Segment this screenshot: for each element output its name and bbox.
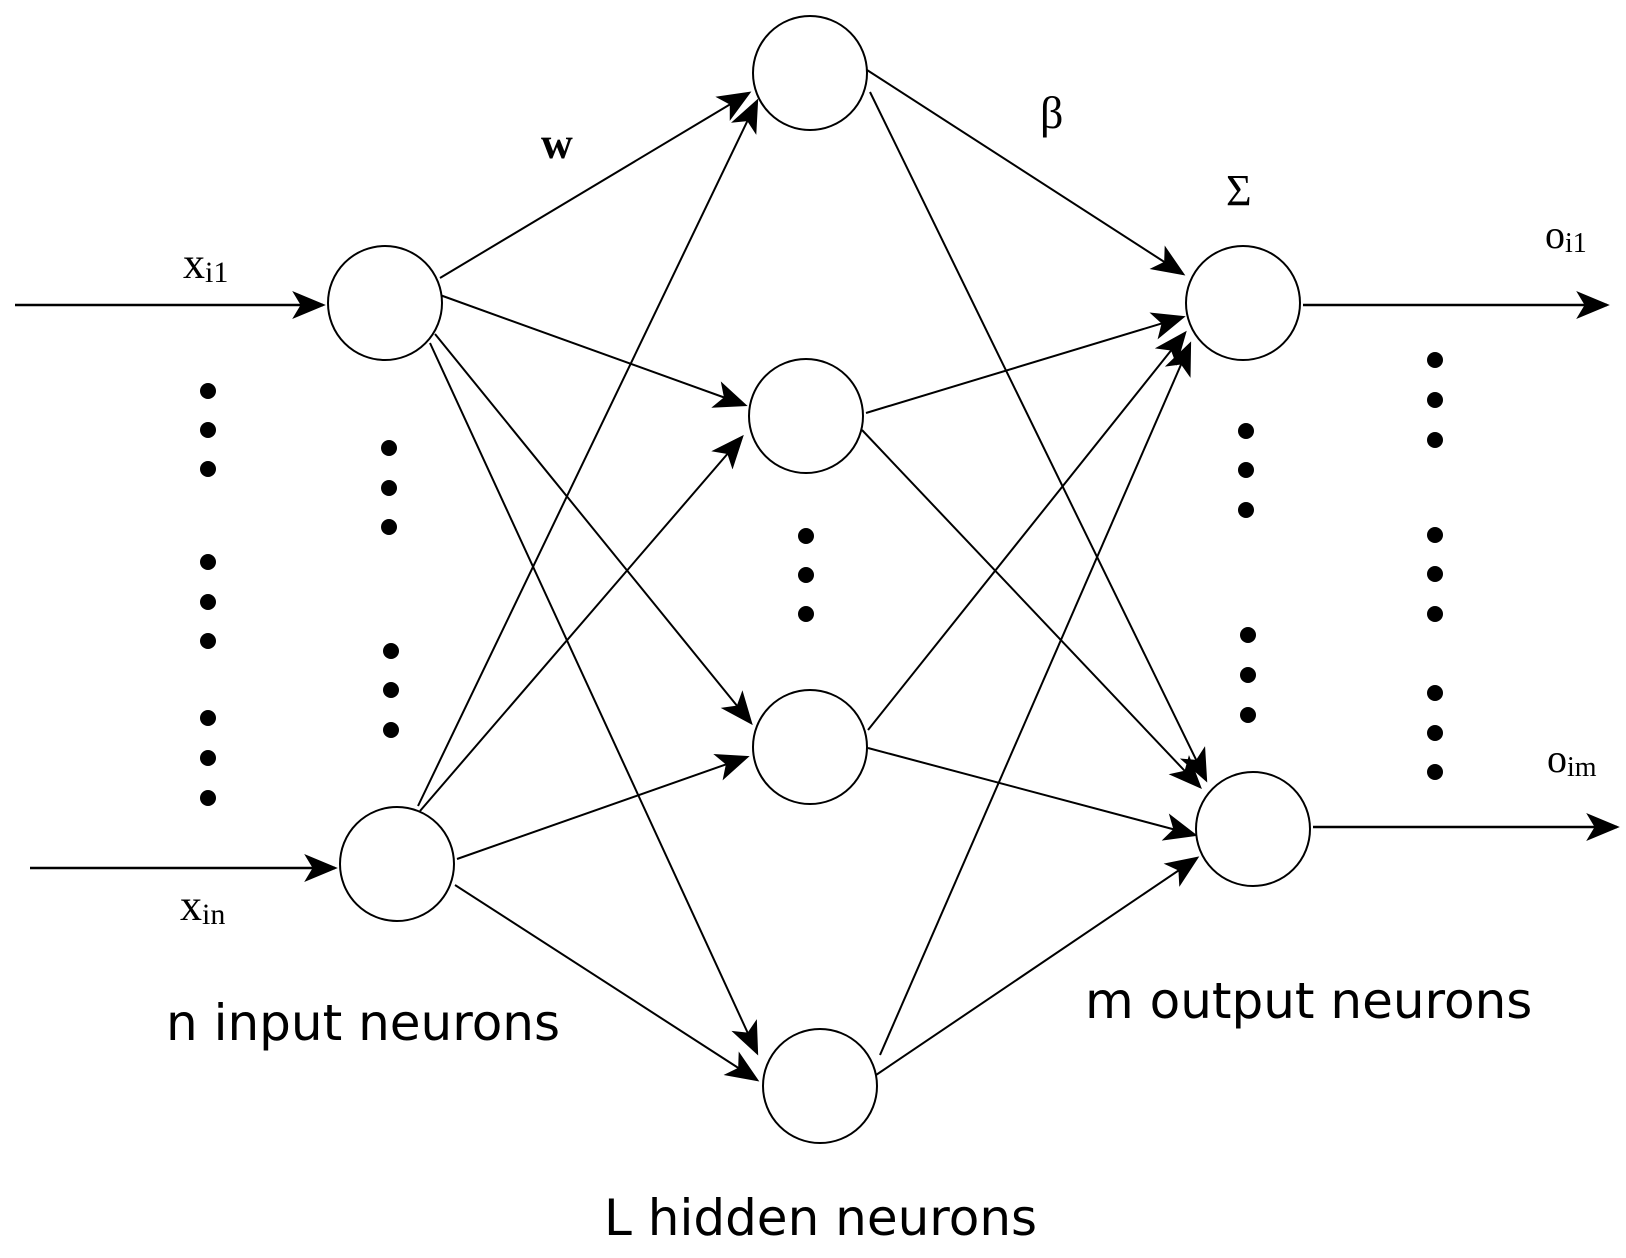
sum-symbol: Σ [1226, 166, 1252, 215]
output-layer-caption: m output neurons [1085, 972, 1532, 1030]
connection-inn-h1 [417, 98, 759, 807]
ellipsis-output-labels-1 [1427, 352, 1443, 448]
input-label-top: xi1 [183, 239, 228, 289]
connection-h2-om [861, 429, 1202, 790]
connection-h1-o1 [866, 69, 1186, 276]
hidden-neuron-2 [748, 358, 864, 474]
ellipsis-output-labels-2 [1427, 527, 1443, 622]
weight-label-beta: β [1040, 87, 1063, 138]
connection-inn-h2 [419, 434, 744, 812]
input-neuron-n [339, 806, 455, 922]
connection-in1-h3 [434, 333, 753, 726]
output-neuron-1 [1185, 245, 1301, 361]
ellipsis-output-neurons-2 [1240, 627, 1256, 723]
output-label-bottom: oim [1547, 736, 1597, 783]
input-layer-neurons [327, 245, 455, 922]
hidden-to-output-connections [861, 69, 1208, 1076]
connection-h1-om [869, 91, 1208, 783]
connection-h3-o1 [867, 330, 1187, 731]
ellipsis-input-neurons-2 [383, 643, 399, 738]
connection-h4-om [875, 856, 1200, 1076]
connection-in1-h1 [439, 91, 752, 279]
hidden-layer-neurons [748, 15, 878, 1144]
connection-h3-om [867, 747, 1198, 841]
connection-in1-h2 [439, 294, 748, 408]
output-label-top: oi1 [1545, 212, 1587, 259]
weight-label-w: w [541, 119, 573, 168]
connection-in1-h4 [429, 342, 759, 1056]
connection-inn-h4 [454, 884, 760, 1082]
output-layer-neurons [1185, 245, 1311, 887]
input-to-hidden-connections [417, 91, 760, 1082]
ellipsis-input-neurons-1 [381, 440, 397, 535]
ellipsis-input-labels-3 [200, 710, 216, 806]
input-neuron-1 [327, 245, 443, 361]
hidden-neuron-1 [752, 15, 868, 131]
ellipsis-dots [200, 352, 1443, 806]
io-lines [15, 291, 1620, 882]
input-label-bottom: xin [180, 881, 225, 931]
connection-h4-o1 [879, 341, 1192, 1056]
ellipsis-hidden-neurons [798, 528, 814, 622]
input-layer-caption: n input neurons [166, 994, 560, 1052]
ellipsis-output-labels-3 [1427, 685, 1443, 780]
connection-h2-o1 [865, 312, 1186, 414]
output-neuron-m [1195, 771, 1311, 887]
hidden-neuron-4 [762, 1028, 878, 1144]
ellipsis-output-neurons-1 [1238, 423, 1254, 518]
ellipsis-input-labels-1 [200, 383, 216, 477]
connection-inn-h3 [456, 754, 750, 860]
hidden-neuron-3 [752, 689, 868, 805]
ellipsis-input-labels-2 [200, 554, 216, 649]
hidden-layer-caption: L hidden neurons [604, 1189, 1037, 1247]
